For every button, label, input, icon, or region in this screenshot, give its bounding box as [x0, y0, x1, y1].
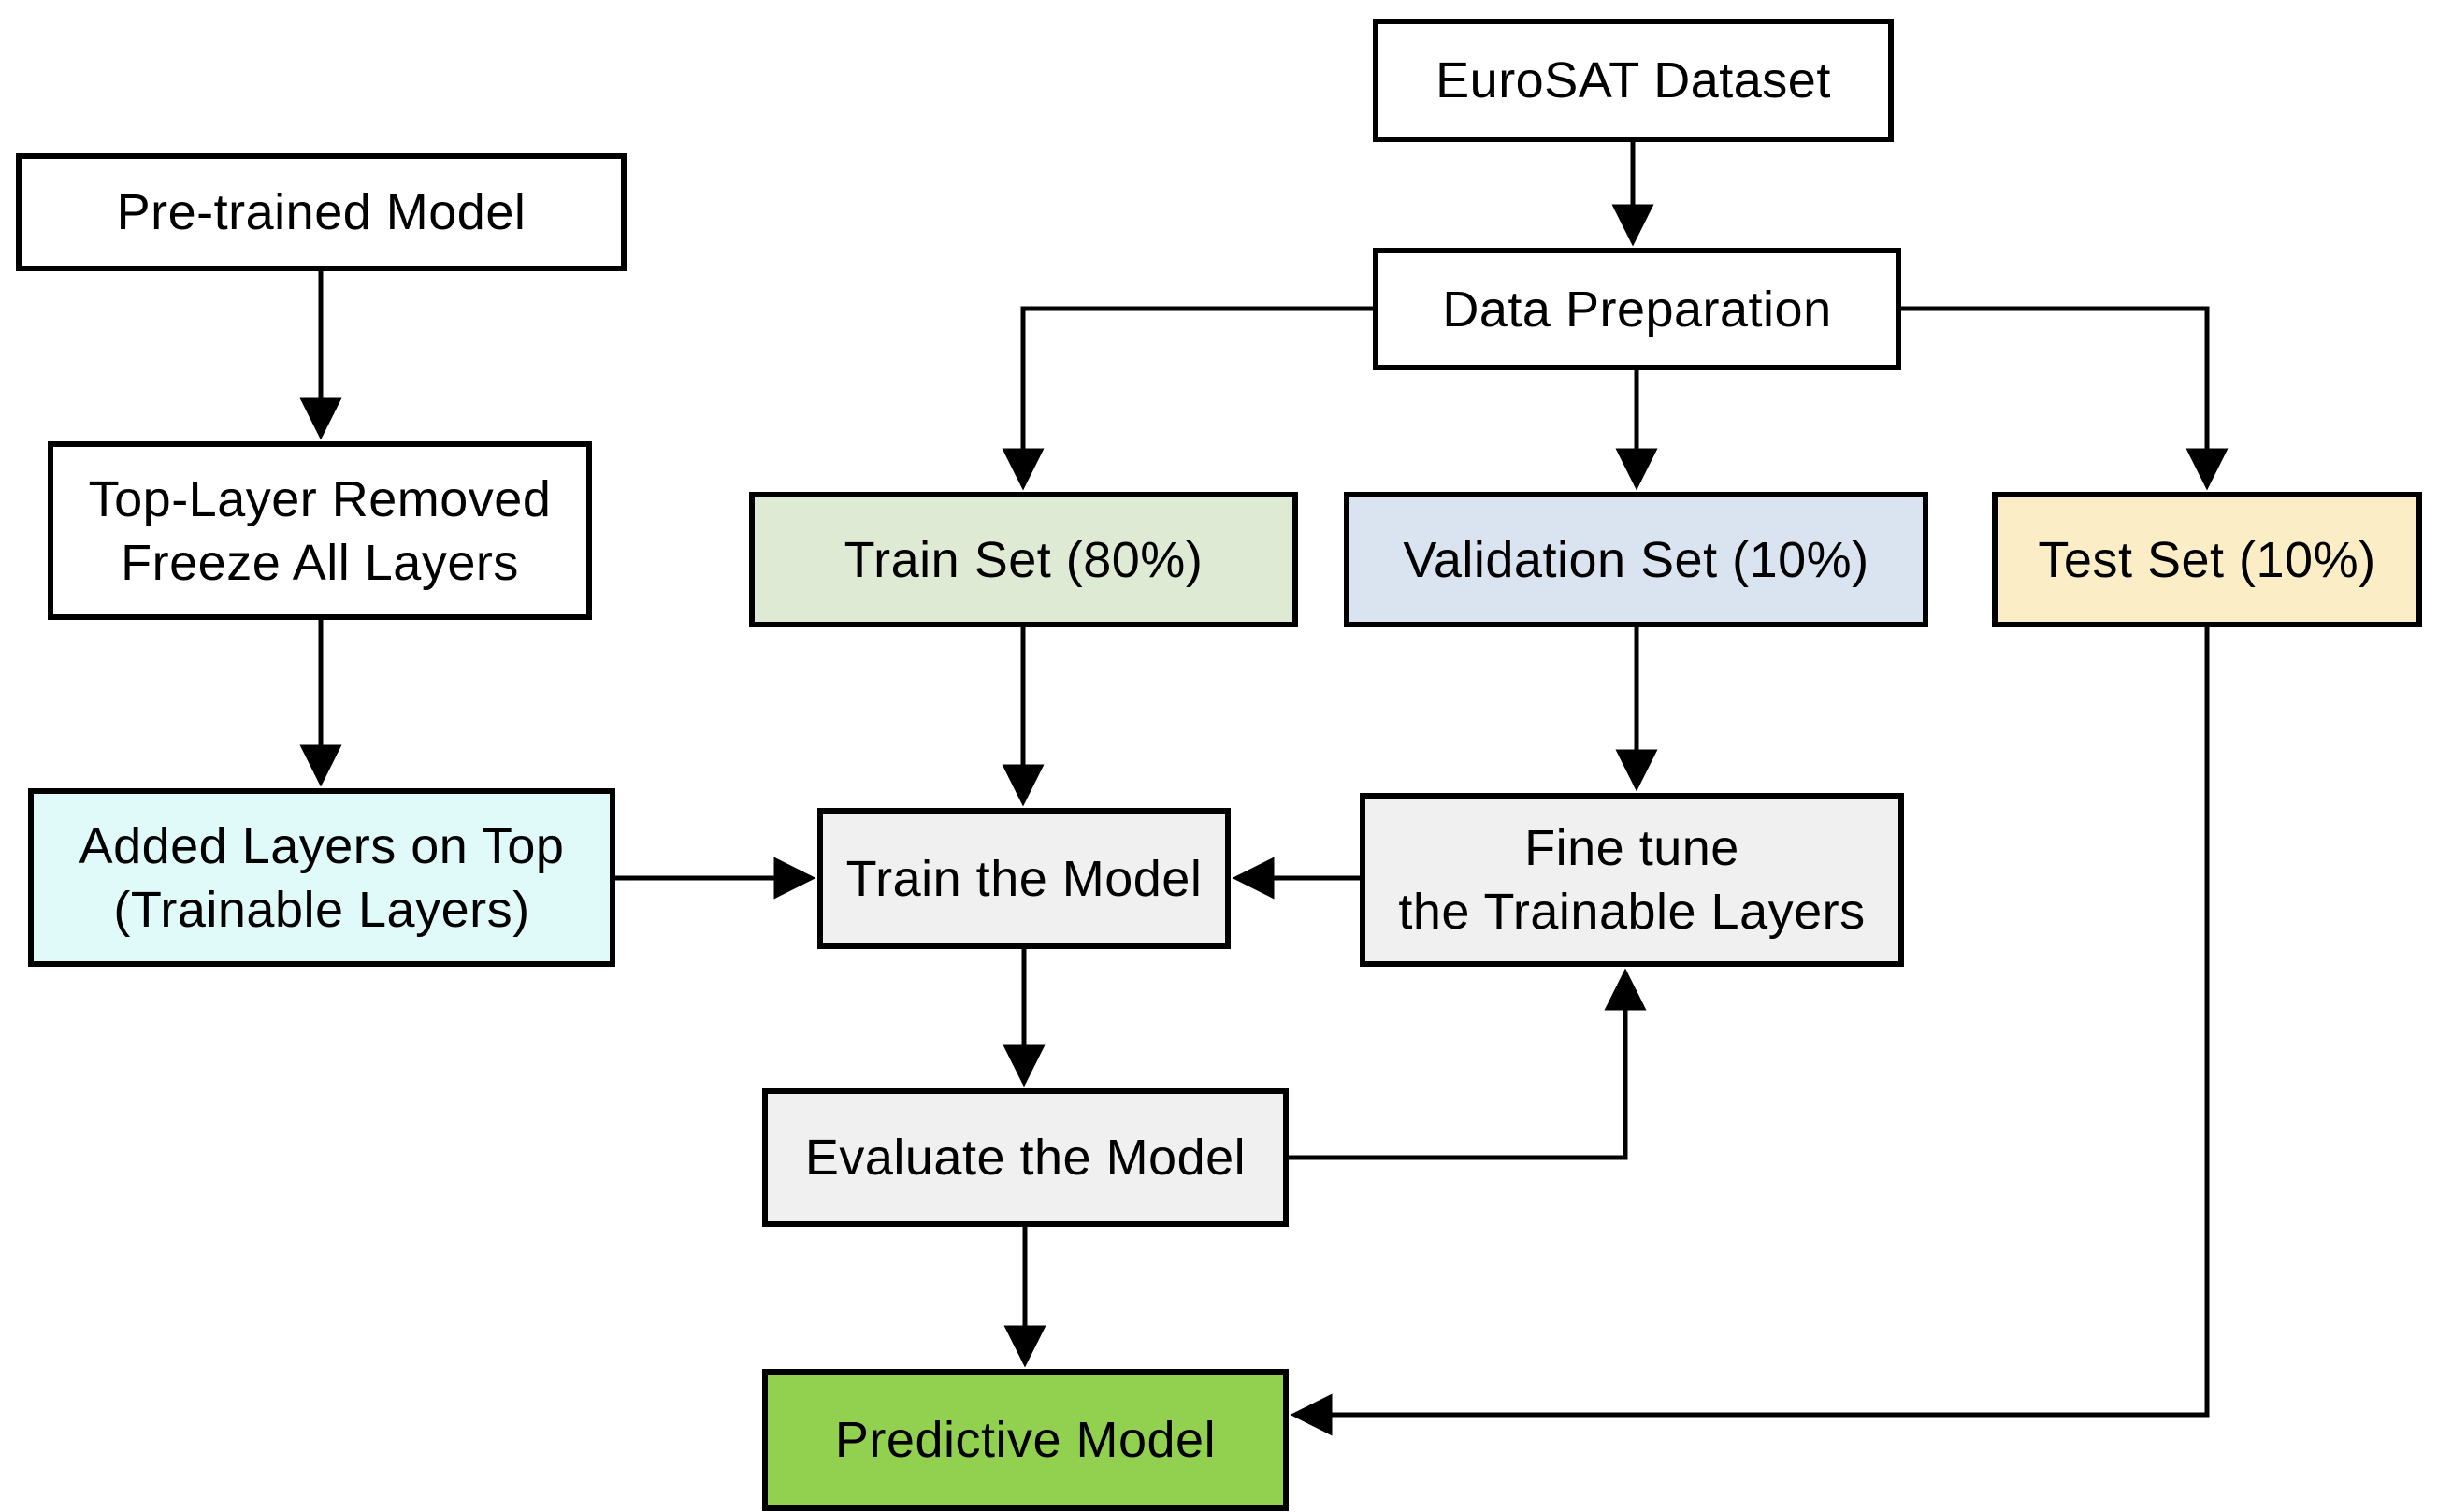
node-train-the-model: Train the Model: [817, 808, 1231, 949]
node-added-layers-line2: (Trainable Layers): [113, 881, 530, 938]
edge-dataprep-to-testset: [1901, 306, 2229, 491]
node-predictive-model: Predictive Model: [762, 1369, 1289, 1511]
node-validation-set-label: Validation Set (10%): [1403, 531, 1869, 588]
node-pretrained-model-label: Pre-trained Model: [116, 184, 527, 240]
node-data-preparation-label: Data Preparation: [1442, 281, 1832, 338]
node-train-the-model-label: Train the Model: [845, 850, 1203, 907]
node-train-set-label: Train Set (80%): [844, 531, 1204, 588]
node-validation-set: Validation Set (10%): [1344, 492, 1928, 627]
node-pretrained-model: Pre-trained Model: [16, 153, 627, 271]
node-data-preparation: Data Preparation: [1373, 248, 1901, 370]
node-train-set: Train Set (80%): [749, 492, 1298, 627]
node-predictive-model-label: Predictive Model: [834, 1412, 1217, 1468]
edge-testset-to-predictive: [1290, 627, 2210, 1436]
node-evaluate-the-model-label: Evaluate the Model: [804, 1130, 1247, 1186]
node-test-set: Test Set (10%): [1992, 492, 2422, 627]
node-top-layer-removed-line2: Freeze All Layers: [121, 534, 519, 591]
node-fine-tune-line1: Fine tune: [1524, 820, 1739, 876]
node-eurosat-dataset-label: EuroSAT Dataset: [1435, 52, 1831, 108]
node-eurosat-dataset: EuroSAT Dataset: [1373, 19, 1894, 142]
node-evaluate-the-model: Evaluate the Model: [762, 1088, 1289, 1227]
node-fine-tune-trainable-layers: Fine tune the Trainable Layers: [1360, 793, 1904, 967]
node-added-layers-on-top: Added Layers on Top (Trainable Layers): [28, 788, 615, 967]
node-test-set-label: Test Set (10%): [2038, 531, 2376, 588]
node-top-layer-removed: Top-Layer Removed Freeze All Layers: [48, 441, 592, 620]
node-fine-tune-line2: the Trainable Layers: [1398, 884, 1866, 940]
edge-dataprep-to-trainset: [1002, 306, 1373, 491]
node-top-layer-removed-line1: Top-Layer Removed: [88, 470, 552, 527]
edge-evaluate-to-finetune: [1289, 968, 1647, 1160]
node-added-layers-line1: Added Layers on Top: [79, 817, 565, 874]
